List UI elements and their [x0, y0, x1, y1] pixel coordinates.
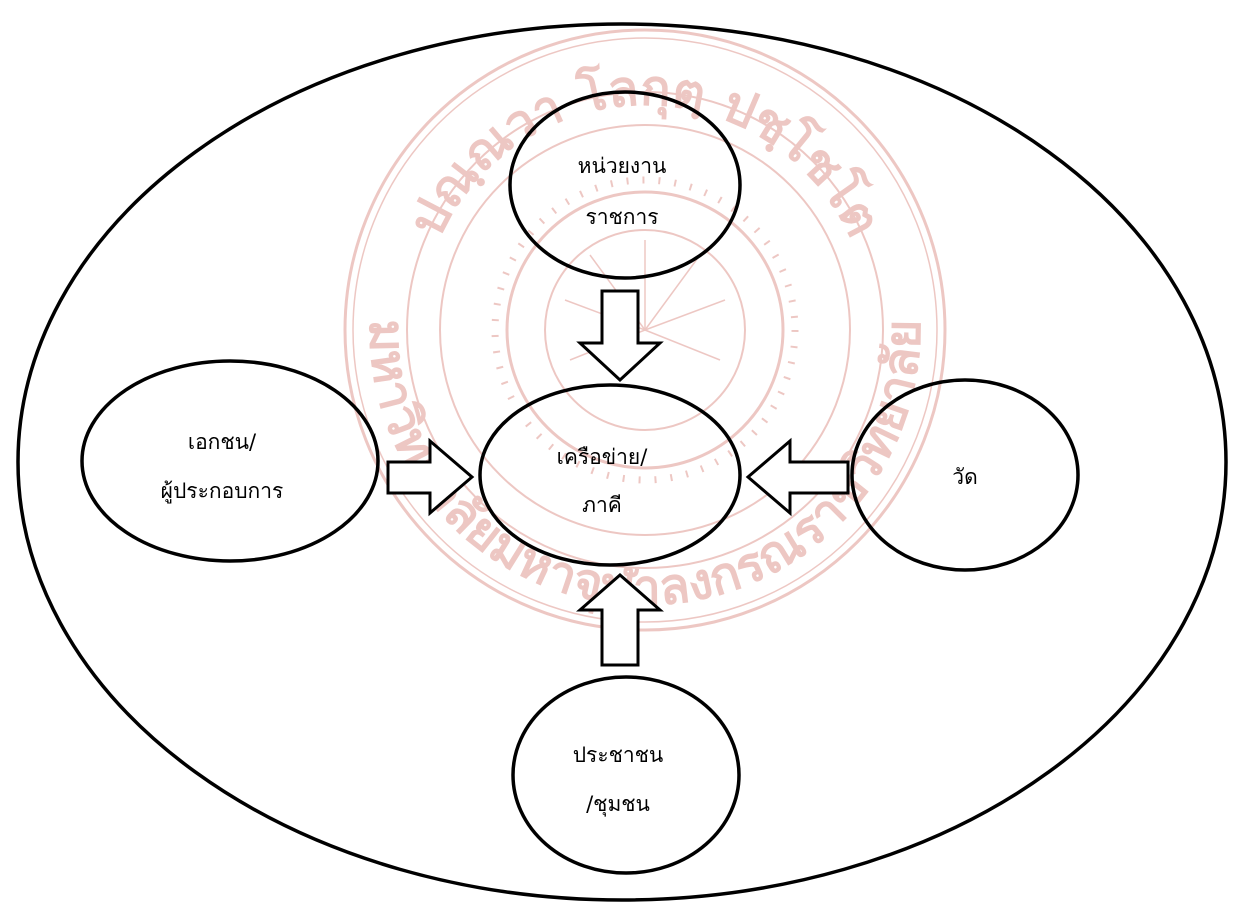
node-government-agency-line2: ราชการ [585, 205, 658, 229]
node-temple-line1: วัด [952, 465, 977, 489]
node-government-agency-line1: หน่วยงาน [578, 154, 667, 178]
node-people-community-line2: /ชุมชน [586, 792, 650, 817]
arrow-bottom-to-center [576, 573, 664, 667]
node-private-sector: เอกชน/ ผู้ประกอบการ [80, 359, 380, 563]
node-government-agency: หน่วยงาน ราชการ [508, 90, 742, 280]
node-people-community-line1: ประชาชน [573, 743, 664, 767]
node-network-partners: เครือข่าย/ ภาคี [478, 383, 742, 567]
node-people-community: ประชาชน /ชุมชน [511, 675, 741, 875]
node-private-sector-line1: เอกชน/ [188, 430, 257, 454]
arrow-top-to-center [576, 289, 664, 383]
node-temple: วัด [850, 378, 1080, 572]
node-network-partners-line1: เครือข่าย/ [557, 445, 649, 469]
university-seal-watermark: ปณฺณวา โลกุตฺ ปชฺโชโต มหาวิทยาลัยมหาจุฬา… [343, 28, 947, 632]
node-network-partners-line2: ภาคี [582, 493, 622, 517]
outer-boundary-ellipse [16, 22, 1228, 902]
arrow-left-to-center [386, 437, 475, 517]
arrow-right-to-center [745, 437, 850, 517]
node-private-sector-line2: ผู้ประกอบการ [161, 479, 284, 504]
